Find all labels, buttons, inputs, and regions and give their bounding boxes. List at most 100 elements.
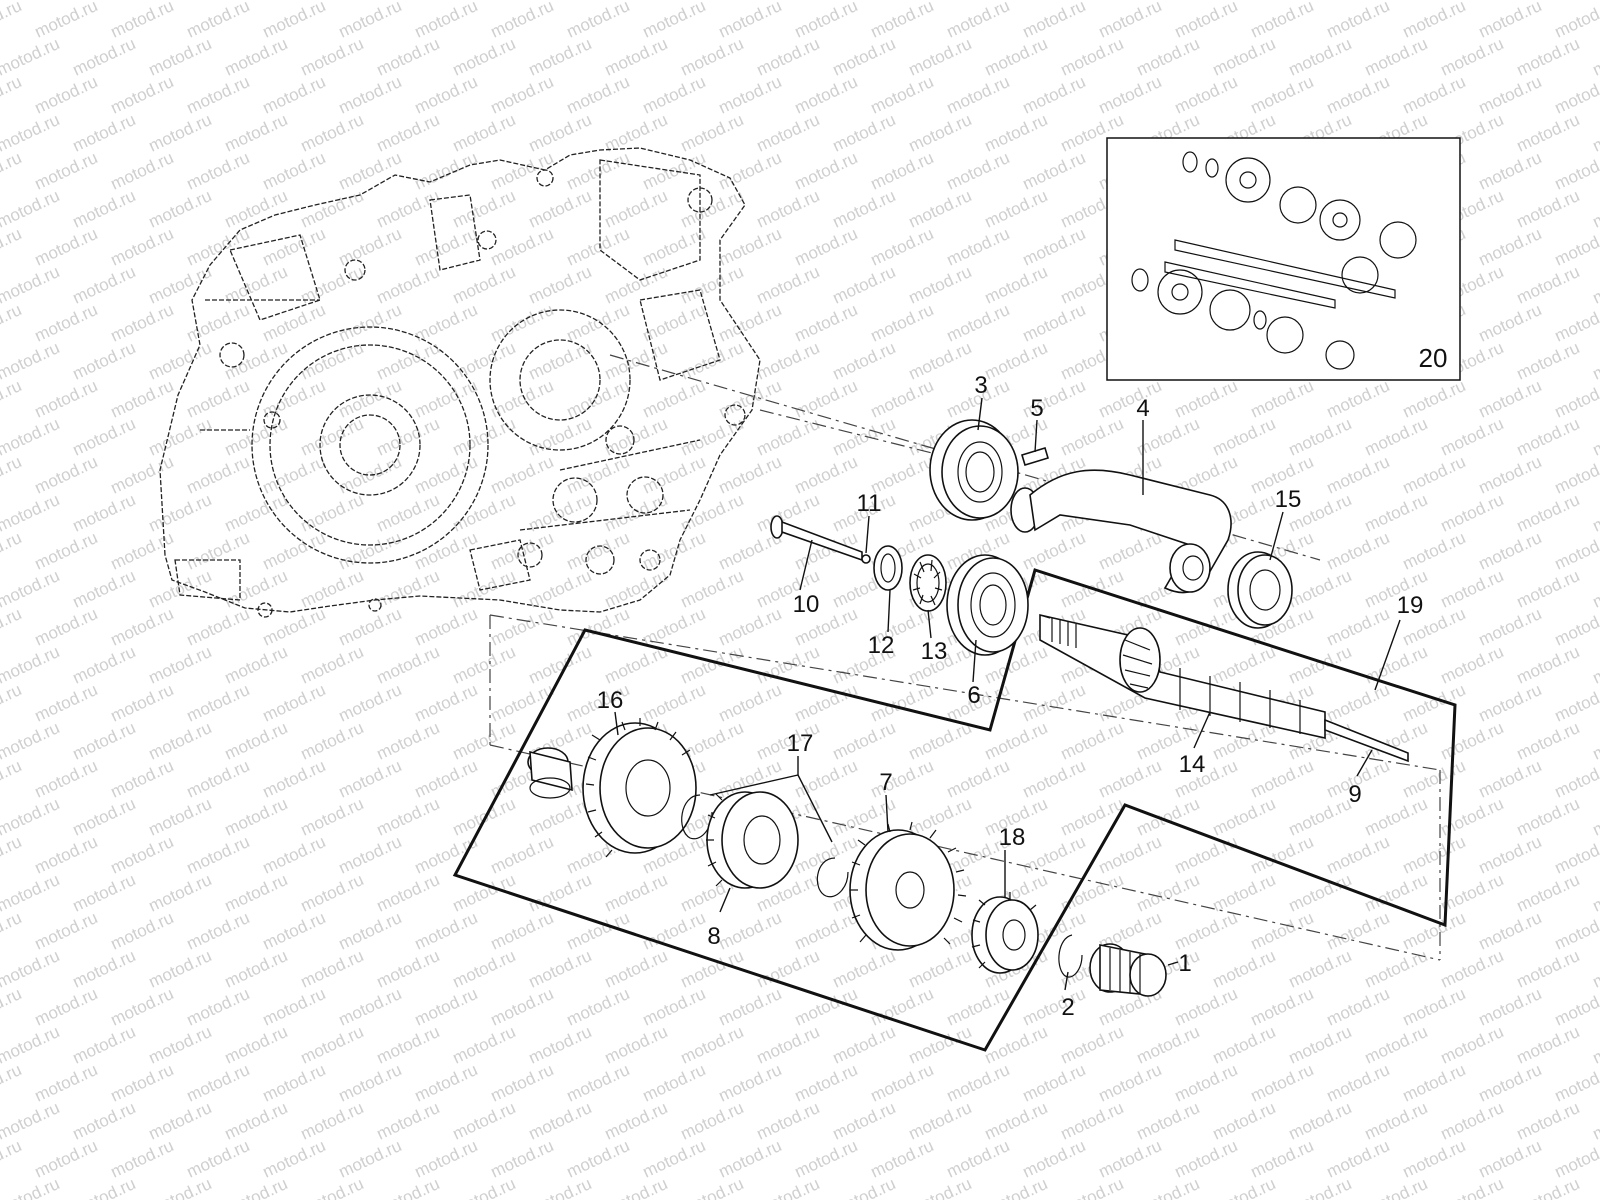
watermark-text: motod.ru xyxy=(336,832,405,878)
watermark-text: motod.ru xyxy=(70,490,139,536)
watermark-text: motod.ru xyxy=(564,224,633,270)
watermark-text: motod.ru xyxy=(678,490,747,536)
watermark-text: motod.ru xyxy=(1172,1136,1241,1182)
watermark-text: motod.ru xyxy=(830,110,899,156)
watermark-text: motod.ru xyxy=(944,224,1013,270)
watermark-text: motod.ru xyxy=(526,262,595,308)
watermark-text: motod.ru xyxy=(0,262,62,308)
watermark-text: motod.ru xyxy=(1286,1098,1355,1144)
watermark-text: motod.ru xyxy=(336,756,405,802)
watermark-text: motod.ru xyxy=(1590,186,1600,232)
watermark-text: motod.ru xyxy=(1552,1060,1600,1106)
watermark-text: motod.ru xyxy=(412,0,481,42)
watermark-text: motod.ru xyxy=(108,1136,177,1182)
watermark-text: motod.ru xyxy=(602,566,671,612)
watermark-text: motod.ru xyxy=(526,186,595,232)
watermark-text: motod.ru xyxy=(1020,528,1089,574)
watermark-text: motod.ru xyxy=(1514,110,1583,156)
watermark-text: motod.ru xyxy=(1210,1174,1279,1200)
watermark-text: motod.ru xyxy=(754,110,823,156)
watermark-text: motod.ru xyxy=(906,1174,975,1200)
callout-20: 20 xyxy=(1419,343,1448,373)
callout-6: 6 xyxy=(967,682,980,709)
watermark-text: motod.ru xyxy=(1400,0,1469,42)
watermark-text: motod.ru xyxy=(336,604,405,650)
watermark-text: motod.ru xyxy=(1400,832,1469,878)
watermark-text: motod.ru xyxy=(1514,870,1583,916)
watermark-text: motod.ru xyxy=(108,224,177,270)
watermark-text: motod.ru xyxy=(564,1136,633,1182)
watermark-text: motod.ru xyxy=(0,148,24,194)
watermark-text: motod.ru xyxy=(1248,756,1317,802)
watermark-text: motod.ru xyxy=(526,946,595,992)
watermark-text: motod.ru xyxy=(374,34,443,80)
watermark-text: motod.ru xyxy=(146,414,215,460)
circlip-2 xyxy=(1058,934,1083,978)
watermark-text: motod.ru xyxy=(450,34,519,80)
watermark-text: motod.ru xyxy=(412,148,481,194)
watermark-text: motod.ru xyxy=(374,1022,443,1068)
watermark-text: motod.ru xyxy=(906,946,975,992)
watermark-text: motod.ru xyxy=(944,148,1013,194)
watermark-text: motod.ru xyxy=(1286,34,1355,80)
watermark-text: motod.ru xyxy=(336,148,405,194)
watermark-text: motod.ru xyxy=(526,414,595,460)
watermark-text: motod.ru xyxy=(1400,756,1469,802)
watermark-text: motod.ru xyxy=(640,72,709,118)
watermark-text: motod.ru xyxy=(526,34,595,80)
watermark-text: motod.ru xyxy=(1514,338,1583,384)
watermark-text: motod.ru xyxy=(906,1098,975,1144)
watermark-text: motod.ru xyxy=(564,72,633,118)
watermark-text: motod.ru xyxy=(868,148,937,194)
watermark-text: motod.ru xyxy=(222,1022,291,1068)
watermark-text: motod.ru xyxy=(830,946,899,992)
watermark-text: motod.ru xyxy=(868,72,937,118)
assembly-frame xyxy=(452,568,1457,1052)
watermark-text: motod.ru xyxy=(1476,1136,1545,1182)
watermark-text: motod.ru xyxy=(1552,72,1600,118)
shift-arm-4 xyxy=(1010,469,1232,594)
watermark-text: motod.ru xyxy=(32,528,101,574)
watermark-text: motod.ru xyxy=(412,604,481,650)
watermark-text: motod.ru xyxy=(336,300,405,346)
watermark-text: motod.ru xyxy=(982,34,1051,80)
watermark-text: motod.ru xyxy=(298,262,367,308)
watermark-text: motod.ru xyxy=(70,1098,139,1144)
watermark-text: motod.ru xyxy=(374,110,443,156)
watermark-text: motod.ru xyxy=(830,1098,899,1144)
watermark-text: motod.ru xyxy=(1096,376,1165,422)
watermark-text: motod.ru xyxy=(1172,1060,1241,1106)
watermark-text: motod.ru xyxy=(1362,794,1431,840)
bushing xyxy=(527,747,573,799)
watermark-text: motod.ru xyxy=(754,1022,823,1068)
watermark-text: motod.ru xyxy=(260,0,329,42)
watermark-text: motod.ru xyxy=(0,1022,62,1068)
watermark-text: motod.ru xyxy=(32,0,101,42)
watermark-text: motod.ru xyxy=(716,604,785,650)
watermark-text: motod.ru xyxy=(70,870,139,916)
watermark-text: motod.ru xyxy=(792,376,861,422)
watermark-text: motod.ru xyxy=(32,1136,101,1182)
watermark-text: motod.ru xyxy=(450,186,519,232)
watermark-text: motod.ru xyxy=(564,1060,633,1106)
watermark-text: motod.ru xyxy=(450,110,519,156)
watermark-text: motod.ru xyxy=(412,452,481,498)
watermark-text: motod.ru xyxy=(260,148,329,194)
watermark-text: motod.ru xyxy=(792,908,861,954)
callout-10: 10 xyxy=(793,591,820,618)
callout-18: 18 xyxy=(999,824,1026,851)
watermark-text: motod.ru xyxy=(830,186,899,232)
watermark-text: motod.ru xyxy=(1248,908,1317,954)
watermark-text: motod.ru xyxy=(108,756,177,802)
watermark-text: motod.ru xyxy=(944,300,1013,346)
callout-9: 9 xyxy=(1348,781,1361,808)
watermark-text: motod.ru xyxy=(1438,642,1507,688)
watermark-text: motod.ru xyxy=(0,1060,24,1106)
watermark-text: motod.ru xyxy=(0,1098,62,1144)
callout-2: 2 xyxy=(1061,994,1074,1021)
watermark-text: motod.ru xyxy=(488,528,557,574)
watermark-text: motod.ru xyxy=(792,72,861,118)
watermark-text: motod.ru xyxy=(374,566,443,612)
watermark-text: motod.ru xyxy=(1058,34,1127,80)
watermark-text: motod.ru xyxy=(488,1136,557,1182)
